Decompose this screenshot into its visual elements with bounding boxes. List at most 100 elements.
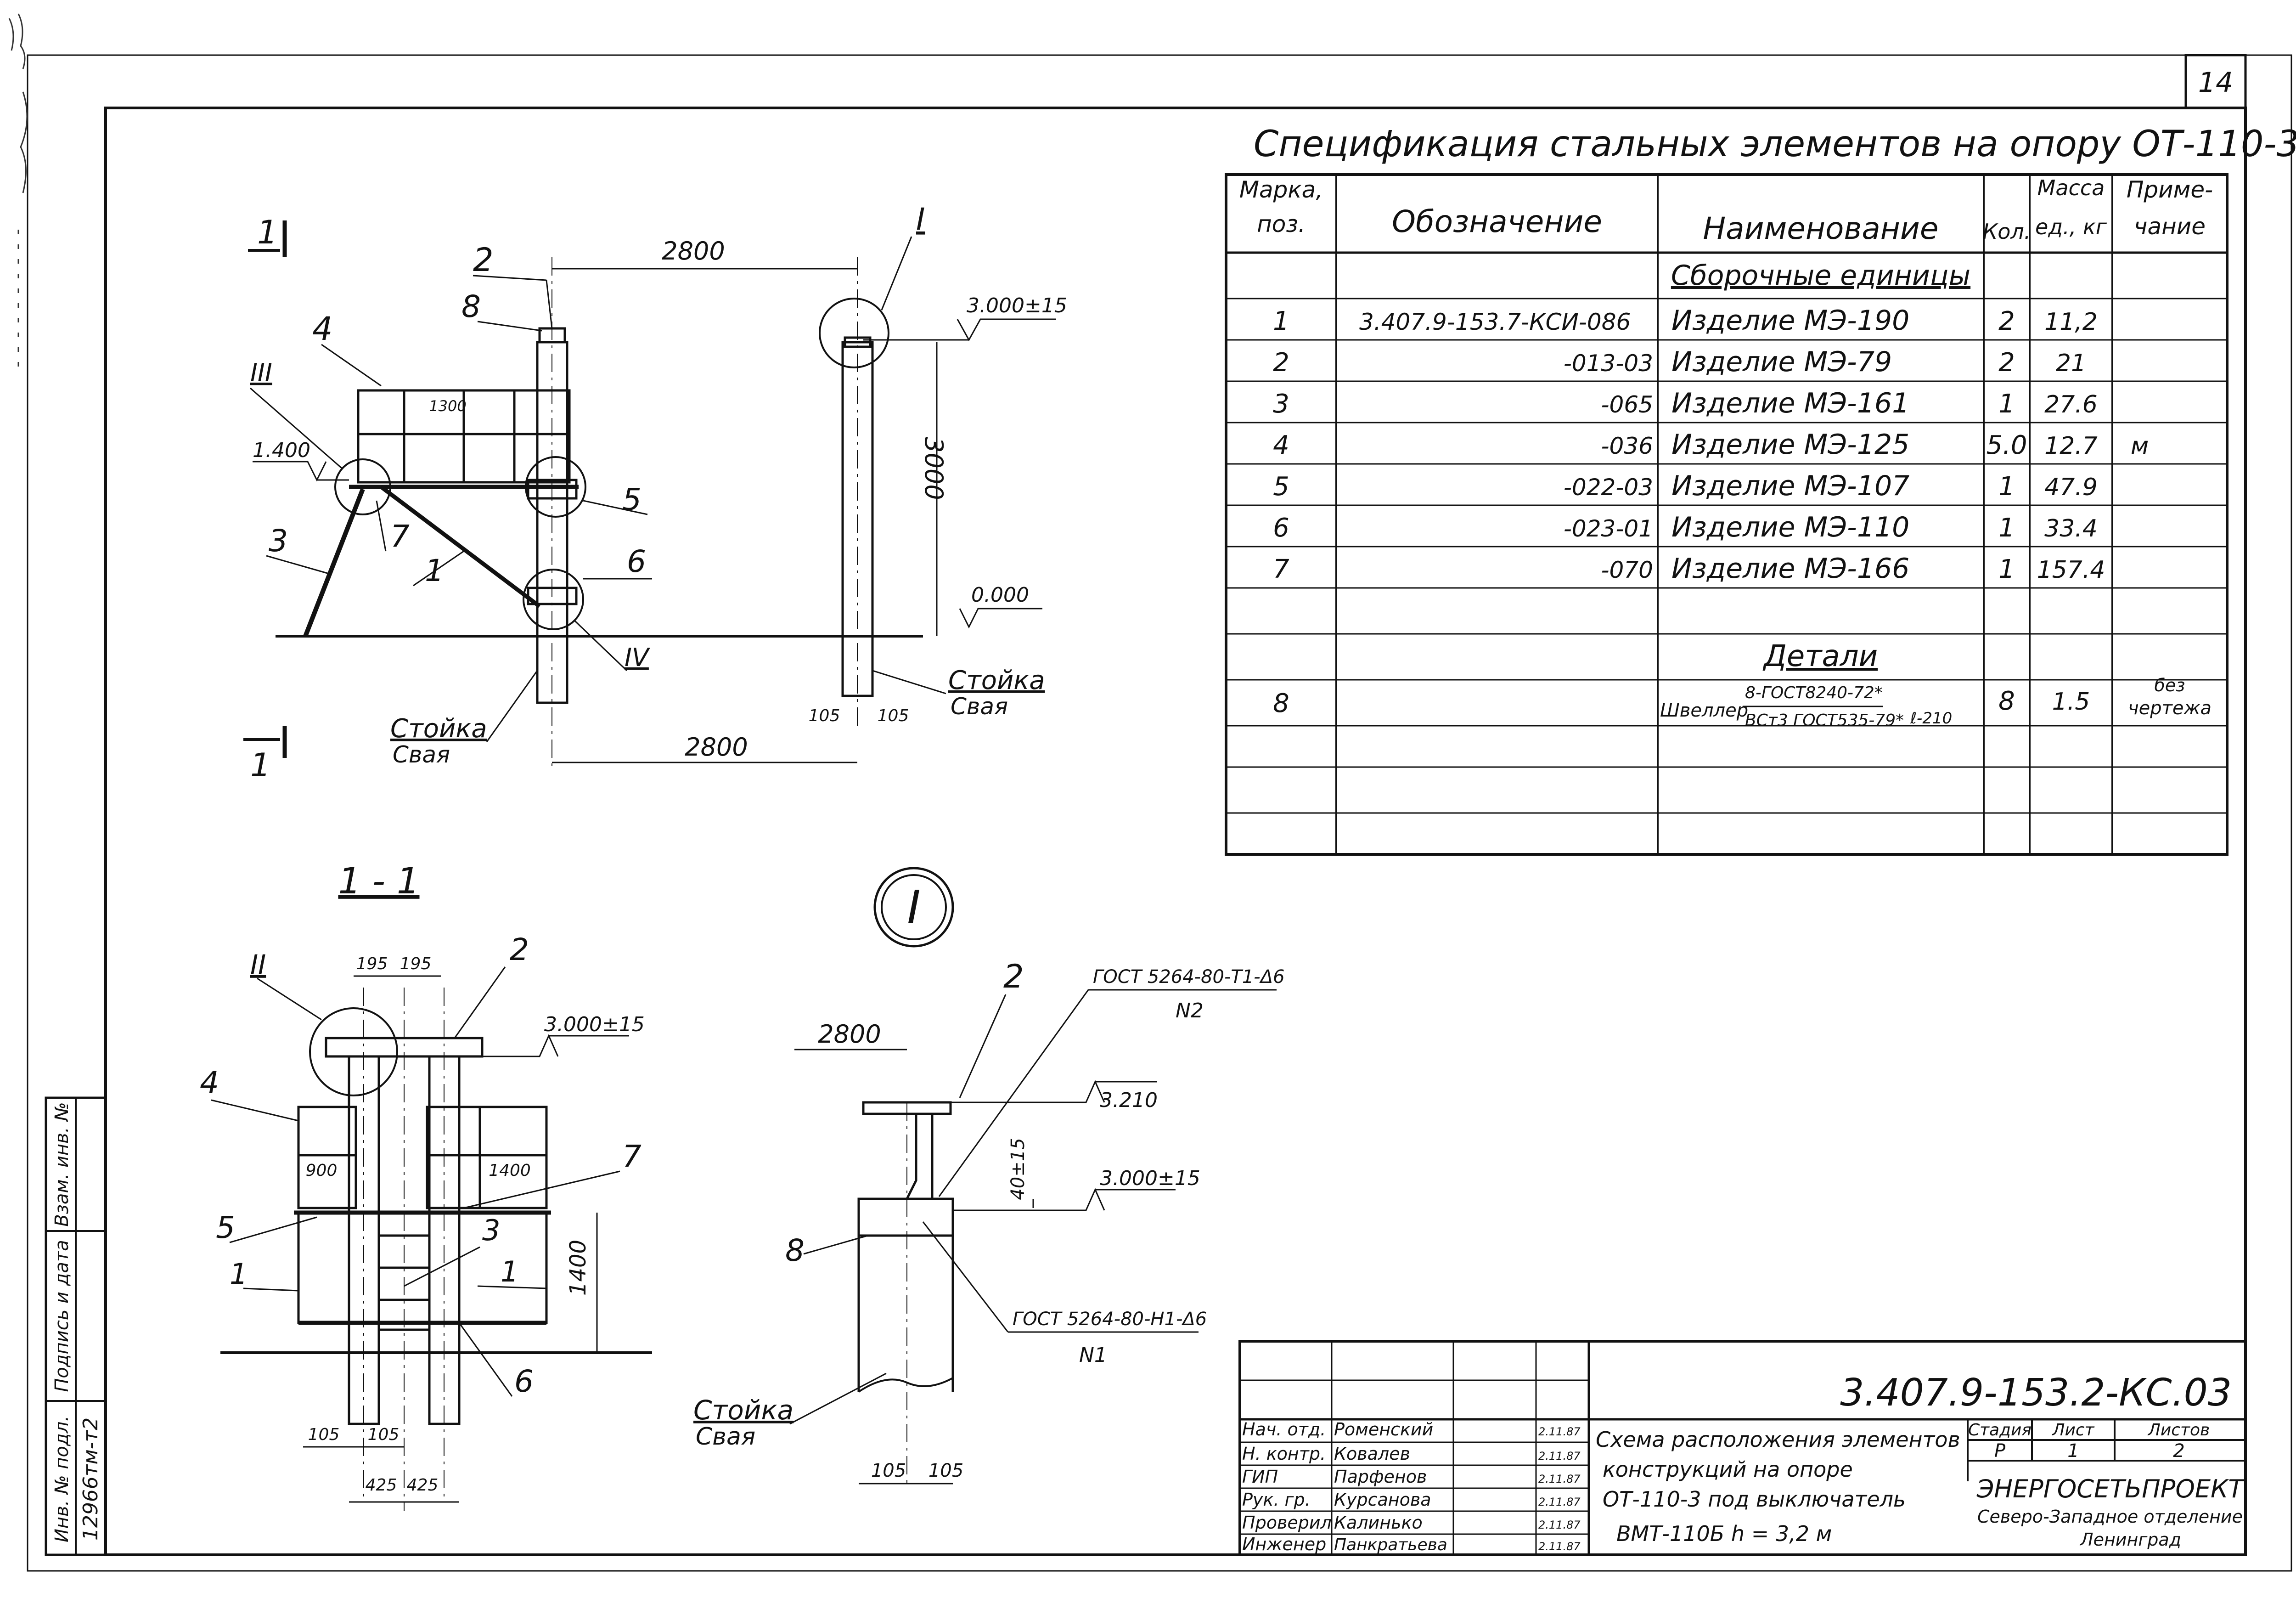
row-mass: 27.6 — [2044, 391, 2098, 418]
section-title: 1 - 1 — [338, 861, 420, 902]
post-right-cap — [844, 336, 872, 348]
leader — [211, 1099, 299, 1122]
staff-row: Рук. гр. Курсанова 2.11.87 — [1242, 1490, 1581, 1510]
leader — [413, 550, 464, 587]
header-mass-1: Масса — [2037, 175, 2105, 200]
post-label-right-1: Стойка — [948, 666, 1045, 695]
row-designation: -070 — [1601, 557, 1653, 583]
leader — [938, 989, 1089, 1197]
tb-org-2: Северо-Западное отделение — [1977, 1507, 2243, 1527]
tb-desc-4: ВМТ-110Б h = 3,2 м — [1616, 1521, 1832, 1546]
brace-strut — [380, 485, 541, 608]
ladder-strut — [303, 488, 365, 637]
weld-top-no: N2 — [1176, 999, 1204, 1022]
staff-name: Парфенов — [1334, 1467, 1427, 1487]
tb-sheet: 1 — [2067, 1440, 2079, 1462]
outer-border — [27, 54, 2292, 1572]
spec-row: 6 -023-01 Изделие МЭ-110 1 33.4 — [1273, 511, 2098, 543]
staff-role: Рук. гр. — [1242, 1490, 1311, 1510]
level-platform-mark — [253, 461, 327, 482]
staff-row: Н. контр. Ковалев 2.11.87 — [1242, 1444, 1581, 1464]
leader — [454, 966, 506, 1039]
staff-row: Проверил Калинько 2.11.87 — [1242, 1513, 1581, 1533]
detail-circle-iii — [334, 458, 391, 515]
leader — [376, 500, 387, 552]
side-inv-orig: Инв. № подл. — [51, 1416, 73, 1542]
level-top-value: 3.000±15 — [967, 294, 1067, 317]
detail-circle-5 — [525, 456, 586, 518]
weld-bottom-spec: ГОСТ 5264-80-Н1-Δ6 — [1013, 1309, 1207, 1330]
spec-row: 5 -022-03 Изделие МЭ-107 1 47.9 — [1273, 470, 2098, 502]
title-block: 3.407.9-153.2-КС.03 Нач. отд. Роменский … — [1238, 1340, 2247, 1556]
tb-sheets: 2 — [2173, 1440, 2184, 1462]
post-cap — [857, 1197, 954, 1237]
dim-a: 195 — [356, 954, 388, 973]
header-mark-1: Марка, — [1239, 176, 1323, 203]
pos-label-8: 8 — [785, 1233, 805, 1268]
railing-frame — [426, 1106, 548, 1209]
dim-height: 3000 — [919, 437, 948, 500]
row-note: м — [2131, 432, 2149, 460]
level-b-mark — [953, 1188, 1105, 1211]
leader — [922, 1221, 1009, 1332]
level-top-value: 3.000±15 — [544, 1013, 645, 1036]
level-top-mark — [957, 318, 1056, 342]
tb-code: 3.407.9-153.2-КС.03 — [1840, 1371, 2232, 1415]
section-assembly-units: Сборочные единицы — [1671, 260, 1970, 292]
detail-qty: 8 — [1998, 686, 2015, 716]
detail-mark: 8 — [1273, 689, 1289, 718]
pos-label-6: 6 — [514, 1364, 534, 1399]
pos-label-3: 3 — [269, 523, 288, 559]
dim-b3: 425 — [366, 1476, 397, 1495]
channel-web — [906, 1114, 934, 1200]
leader — [789, 1372, 887, 1425]
detail-frac-bottom: ВСт3 ГОСТ535-79* — [1745, 711, 1904, 730]
row-qty: 1 — [1998, 472, 2015, 502]
pos-label-2: 2 — [1003, 958, 1024, 995]
post-label-left-1: Стойка — [390, 714, 487, 744]
detail-note-2: чертежа — [2128, 698, 2212, 719]
tb-staff: Нач. отд. Роменский 2.11.87 Н. контр. Ко… — [1242, 1419, 1581, 1554]
detail-circle-ii — [309, 1007, 398, 1096]
side-sign-date: Подпись и дата — [51, 1240, 73, 1392]
detail-circle-i — [819, 298, 889, 368]
row-designation: -036 — [1601, 433, 1653, 459]
leader — [477, 1285, 547, 1289]
leader — [881, 236, 912, 311]
node-circle-outer — [873, 867, 954, 948]
section-mark-top: 1 — [248, 214, 287, 257]
level-top: 3.000±15 — [863, 294, 1067, 342]
view-elevation: 1 1 1300 — [243, 202, 1067, 784]
clamp-bracket-top — [527, 479, 578, 500]
header-mark-2: поз. — [1257, 211, 1306, 237]
dim-right-half: 105 — [878, 706, 909, 725]
spec-title: Спецификация стальных элементов на опору… — [1254, 124, 2296, 165]
row-mass: 12.7 — [2044, 432, 2098, 460]
spec-row: 1 3.407.9-153.7-КСИ-086 Изделие МЭ-190 2… — [1273, 305, 2098, 337]
node-label-i: I — [916, 202, 925, 237]
staff-row: Нач. отд. Роменский 2.11.87 — [1242, 1419, 1581, 1440]
inner-border — [104, 107, 2247, 1556]
leader — [458, 1322, 513, 1397]
dim-left: 900 — [306, 1161, 338, 1180]
tb-desc-2: конструкций на опоре — [1603, 1457, 1853, 1482]
view-node-i: I 2800 3.210 40±15 3.000±15 105 105 2 8 … — [693, 867, 1285, 1485]
section-mark-number: 1 — [257, 214, 278, 251]
dim-b: 195 — [400, 954, 432, 973]
spec-row: 2 -013-03 Изделие МЭ-79 2 21 — [1273, 346, 2086, 378]
view-section-1-1: 1 - 1 II 900 1400 — [200, 861, 652, 1511]
pos-label-4: 4 — [312, 310, 333, 348]
post-left — [348, 1055, 380, 1425]
level-ground-value: 0.000 — [971, 583, 1029, 607]
header-note-2: чание — [2134, 213, 2206, 240]
leader — [321, 344, 382, 387]
header-mass-2: ед., кг — [2035, 215, 2107, 239]
node-label-iii: III — [250, 358, 272, 387]
staff-role: Н. контр. — [1242, 1444, 1326, 1464]
dim-span: 2800 — [818, 1020, 881, 1049]
margin-marks — [8, 13, 28, 367]
staff-date: 2.11.87 — [1538, 1519, 1581, 1531]
side-stamp: Взам. инв. № Подпись и дата Инв. № подл.… — [45, 1096, 107, 1556]
leader — [959, 994, 1007, 1098]
pos-label-3: 3 — [482, 1214, 500, 1247]
